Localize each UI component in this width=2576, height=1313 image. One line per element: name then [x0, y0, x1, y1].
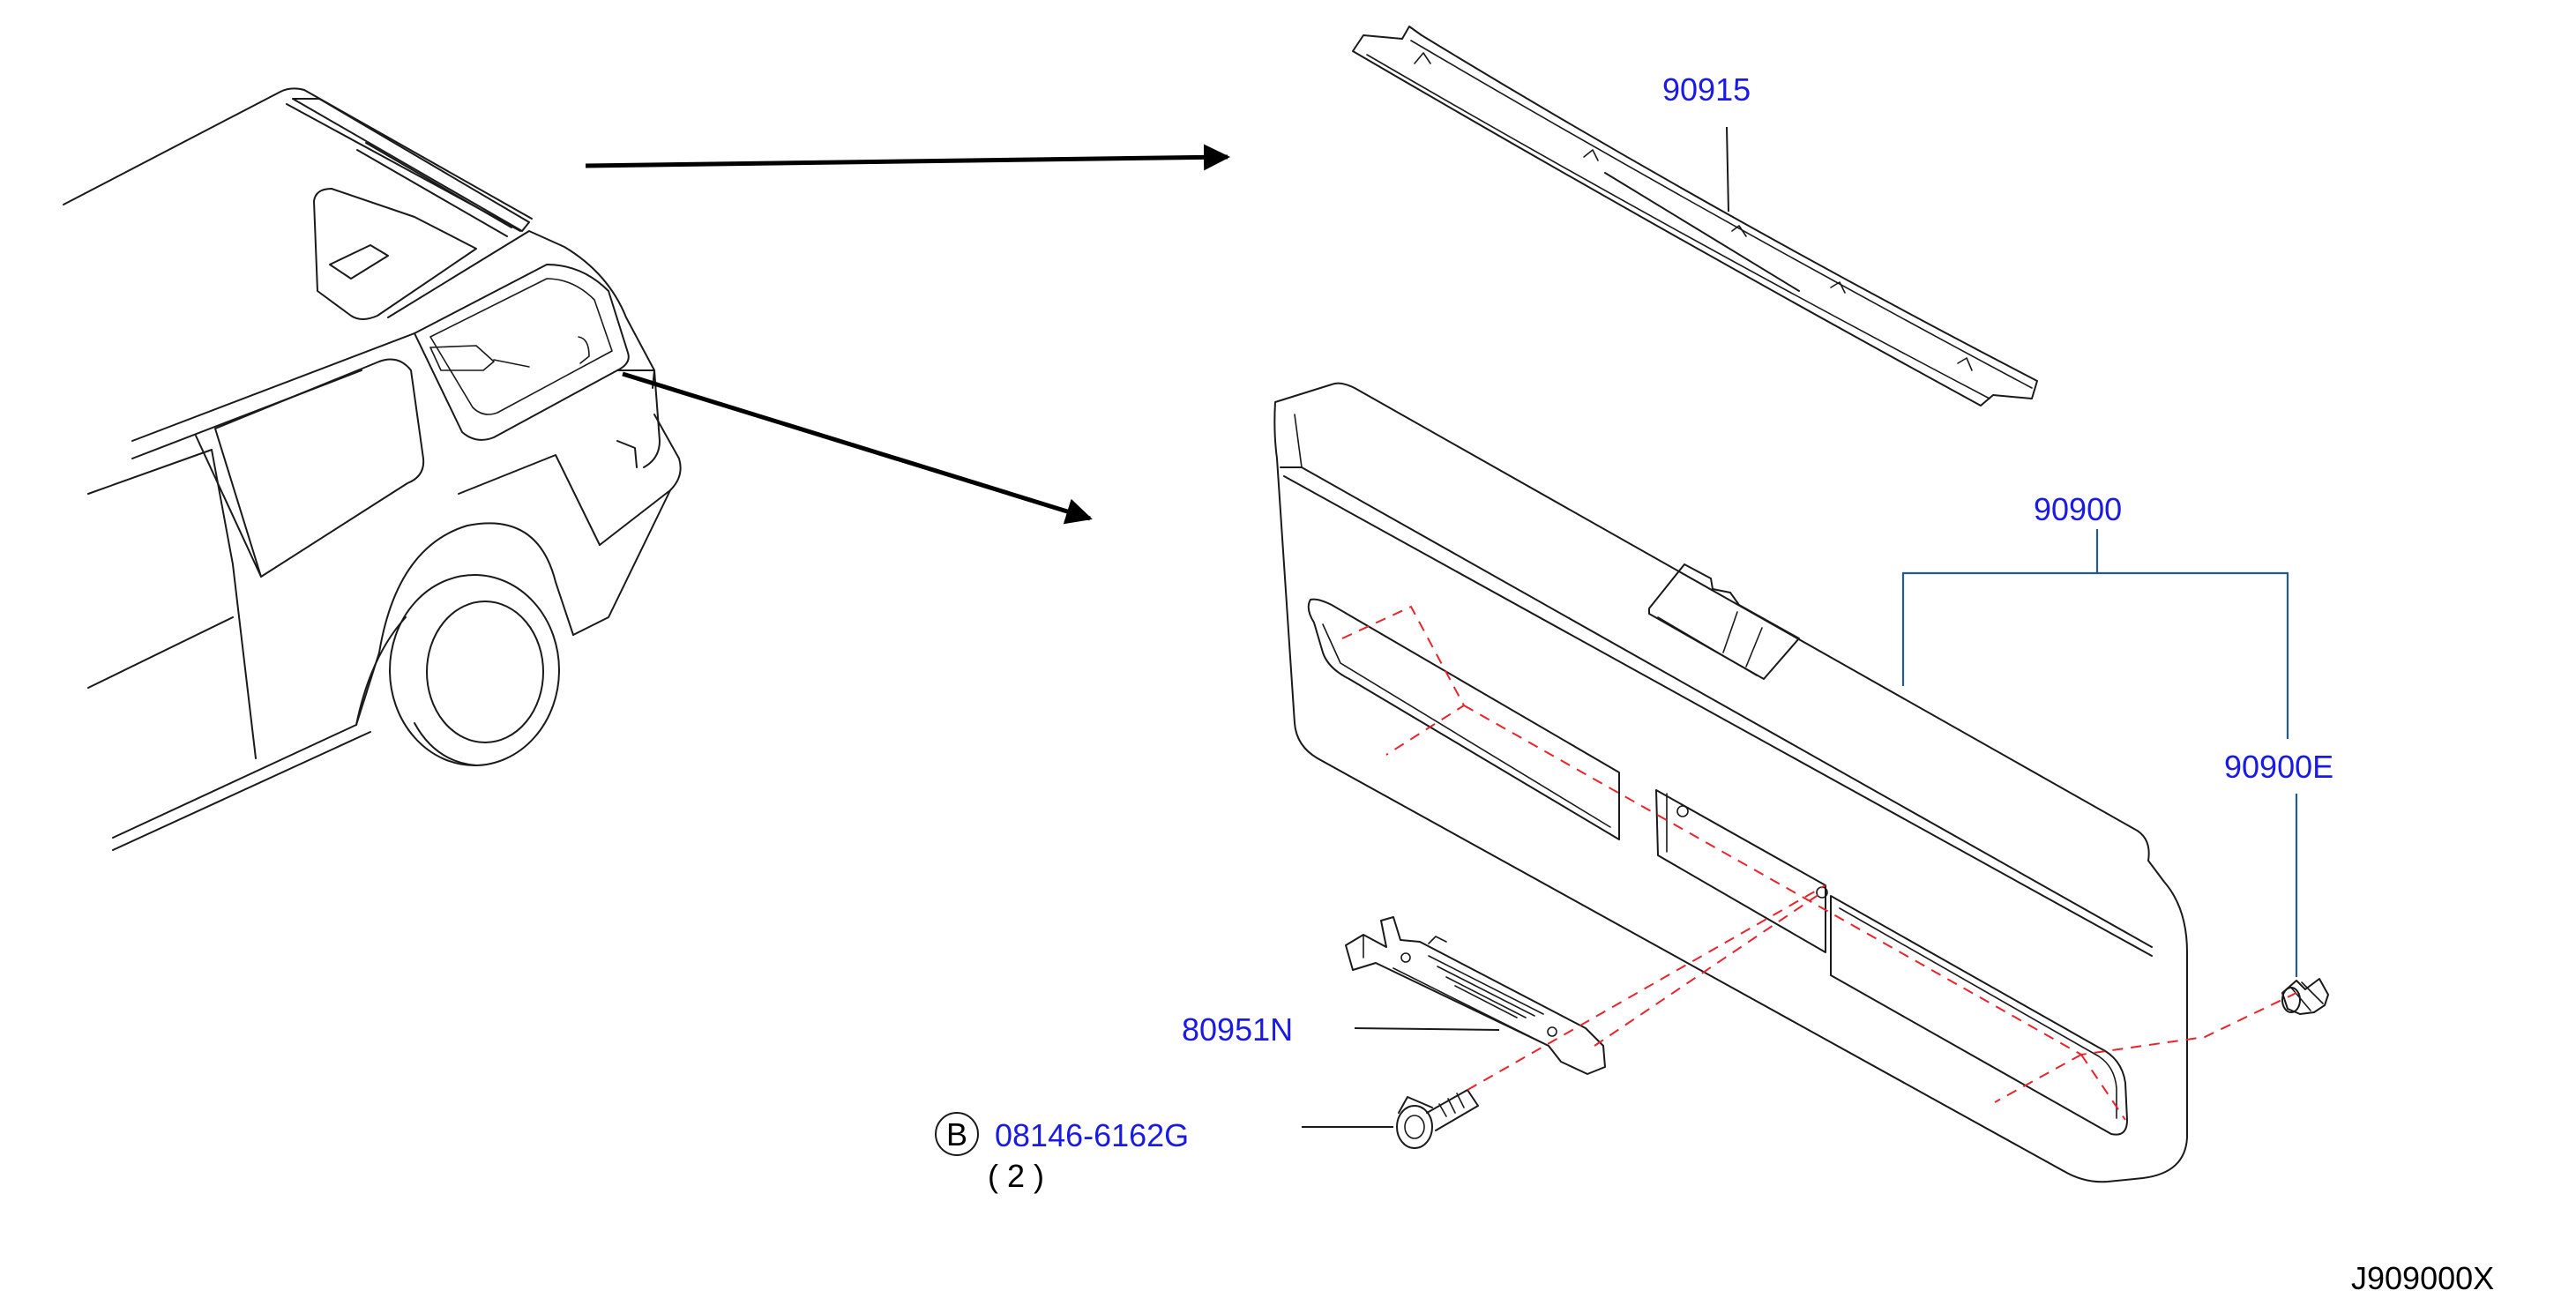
part-label-80951N[interactable]: 80951N — [1182, 1011, 1293, 1048]
leader-80951N — [1354, 1027, 1500, 1031]
part-label-90900[interactable]: 90900 — [2034, 491, 2122, 527]
assembly-guide-lines — [1341, 605, 2297, 1121]
leader-90915 — [1726, 126, 1729, 213]
arrow-to-upper-finisher — [585, 144, 1230, 171]
callout-arrows — [585, 144, 1230, 525]
part-labels: 90915 90900 90900E 80951N 08146-6162G B … — [935, 71, 2494, 1296]
part-label-90915[interactable]: 90915 — [1662, 71, 1751, 108]
bolt-type-badge-circle — [935, 1112, 979, 1156]
bracket-90900 — [1901, 529, 2289, 739]
bolt[interactable] — [1396, 1089, 1479, 1149]
back-door-trim-board[interactable] — [1273, 382, 2188, 1183]
arrow-to-trim-board — [622, 371, 1093, 525]
quantity-label: ( 2 ) — [988, 1158, 1044, 1194]
part-label-90900E[interactable]: 90900E — [2224, 749, 2333, 785]
back-door-finisher-upper[interactable] — [1352, 26, 2038, 407]
handle-bracket[interactable] — [1345, 916, 1606, 1075]
leader-lines — [1302, 126, 2298, 1128]
bolt-type-badge: B — [946, 1116, 967, 1153]
diagram-code: J909000X — [2351, 1260, 2494, 1296]
vehicle-rear-view — [63, 87, 682, 851]
clip[interactable] — [2281, 978, 2329, 1015]
part-label-08146-6162G[interactable]: 08146-6162G — [995, 1117, 1189, 1153]
